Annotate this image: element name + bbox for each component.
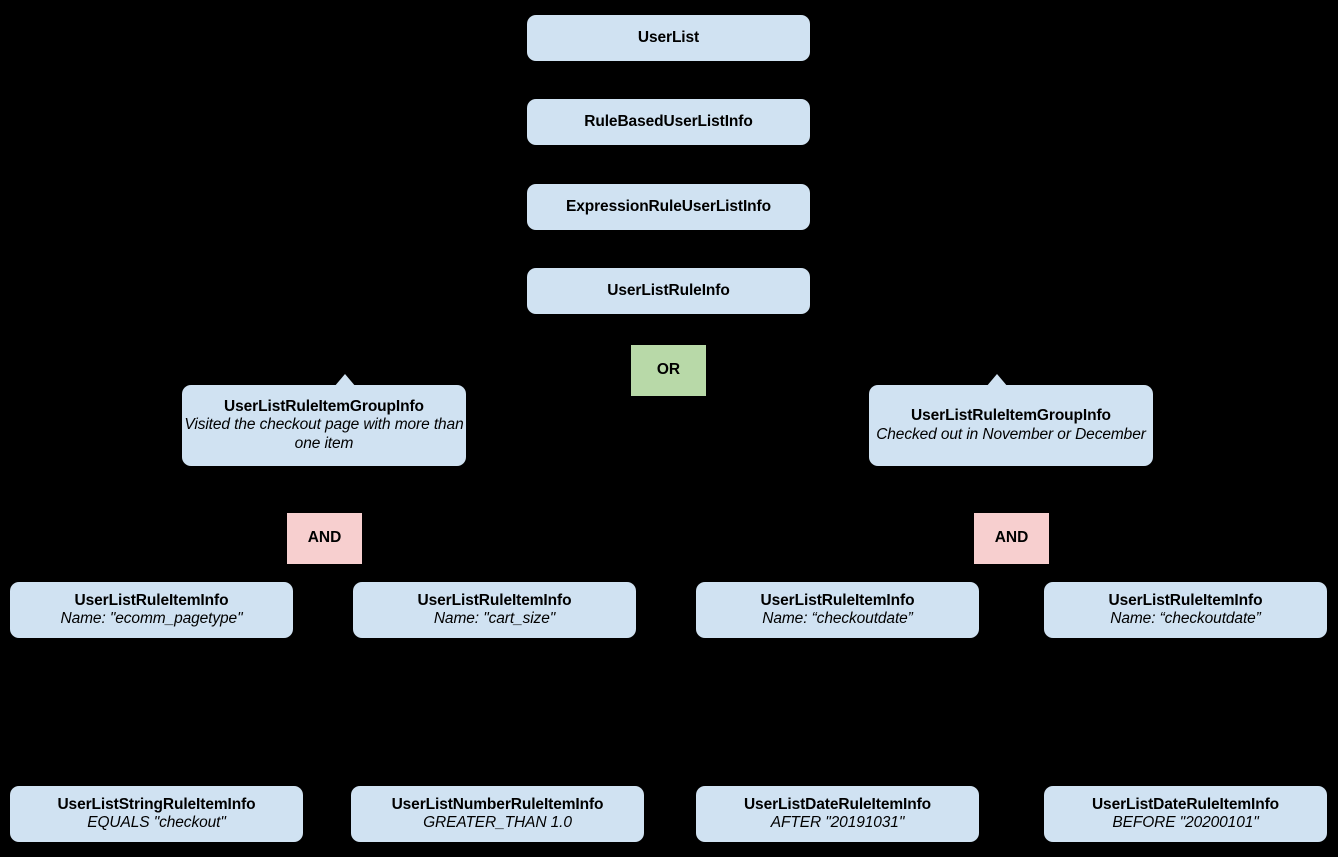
node-subtitle: GREATER_THAN 1.0 (423, 814, 572, 831)
node-subtitle: Name: “checkoutdate” (762, 610, 913, 627)
node-title: UserListStringRuleItemInfo (57, 795, 256, 813)
operator-label: OR (656, 361, 681, 379)
node-subtitle: AFTER "20191031" (770, 814, 905, 831)
node-subtitle: EQUALS "checkout" (87, 814, 226, 831)
node-title: UserListNumberRuleItemInfo (391, 795, 604, 813)
node-title: UserListRuleItemInfo (1108, 591, 1263, 609)
operator-and-right[interactable]: AND (974, 513, 1049, 564)
node-rulebaseduserlistinfo[interactable]: RuleBasedUserListInfo (527, 99, 810, 145)
node-expressionruleuserlistinfo[interactable]: ExpressionRuleUserListInfo (527, 184, 810, 230)
connector-tab-group-left (334, 374, 356, 387)
operator-and-left[interactable]: AND (287, 513, 362, 564)
node-title: ExpressionRuleUserListInfo (566, 197, 771, 215)
node-group-right[interactable]: UserListRuleItemGroupInfo Checked out in… (869, 385, 1153, 466)
node-stringruleitem-equals-checkout[interactable]: UserListStringRuleItemInfo EQUALS "check… (10, 786, 303, 842)
node-userlist[interactable]: UserList (527, 15, 810, 61)
node-ruleitem-checkoutdate-after[interactable]: UserListRuleItemInfo Name: “checkoutdate… (696, 582, 979, 638)
node-ruleitem-ecomm-pagetype[interactable]: UserListRuleItemInfo Name: "ecomm_pagety… (10, 582, 293, 638)
node-title: UserListRuleInfo (607, 281, 730, 299)
node-subtitle: Name: "cart_size" (433, 610, 556, 627)
node-title: RuleBasedUserListInfo (584, 112, 753, 130)
node-title: UserListRuleItemInfo (417, 591, 572, 609)
node-title: UserListRuleItemGroupInfo (911, 407, 1111, 425)
node-subtitle: BEFORE "20200101" (1112, 814, 1259, 831)
operator-label: AND (307, 529, 342, 547)
operator-label: AND (994, 529, 1029, 547)
node-subtitle: Visited the checkout page with more than… (184, 416, 464, 452)
node-ruleitem-cart-size[interactable]: UserListRuleItemInfo Name: "cart_size" (353, 582, 636, 638)
node-title: UserListRuleItemInfo (760, 591, 915, 609)
node-userlistruleinfo[interactable]: UserListRuleInfo (527, 268, 810, 314)
node-title: UserList (637, 28, 700, 46)
node-subtitle: Name: “checkoutdate” (1110, 610, 1261, 627)
node-dateruleitem-before[interactable]: UserListDateRuleItemInfo BEFORE "2020010… (1044, 786, 1327, 842)
operator-or[interactable]: OR (631, 345, 706, 396)
node-numberruleitem-greater-than[interactable]: UserListNumberRuleItemInfo GREATER_THAN … (351, 786, 644, 842)
node-title: UserListDateRuleItemInfo (1091, 795, 1280, 813)
node-title: UserListDateRuleItemInfo (743, 795, 932, 813)
node-ruleitem-checkoutdate-before[interactable]: UserListRuleItemInfo Name: “checkoutdate… (1044, 582, 1327, 638)
connector-tab-group-right (986, 374, 1008, 387)
node-dateruleitem-after[interactable]: UserListDateRuleItemInfo AFTER "20191031… (696, 786, 979, 842)
node-subtitle: Name: "ecomm_pagetype" (60, 610, 243, 627)
node-subtitle: Checked out in November or December (876, 425, 1146, 443)
node-title: UserListRuleItemGroupInfo (224, 398, 424, 416)
node-title: UserListRuleItemInfo (74, 591, 229, 609)
node-group-left[interactable]: UserListRuleItemGroupInfo Visited the ch… (182, 385, 466, 466)
